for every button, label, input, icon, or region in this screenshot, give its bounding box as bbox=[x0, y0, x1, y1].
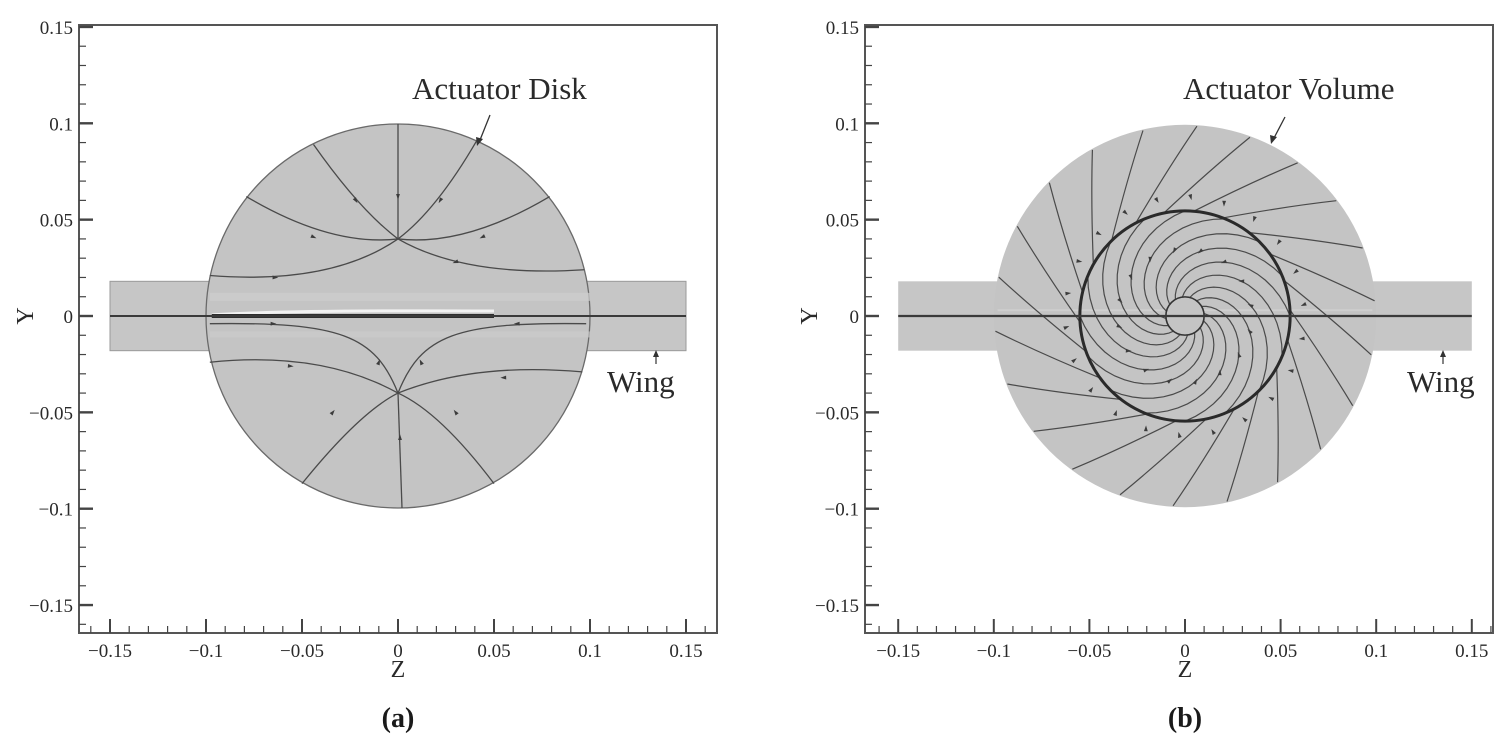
y-tick-label: 0 bbox=[850, 307, 860, 328]
y-tick-label: −0.15 bbox=[29, 596, 73, 617]
x-tick-label: −0.05 bbox=[280, 641, 324, 662]
panel-b-streamline-field bbox=[898, 124, 1472, 508]
panel-a-actuator-disk-label: Actuator Disk bbox=[412, 71, 587, 106]
panel-b-axes-frame bbox=[864, 24, 1494, 634]
panel-a-wing-arrowhead-icon bbox=[653, 350, 659, 357]
x-tick-label: 0 bbox=[393, 641, 403, 662]
y-tick-label: 0.15 bbox=[40, 18, 73, 39]
y-tick-label: −0.05 bbox=[815, 403, 859, 424]
panel-a-x-axis-title: Z bbox=[391, 657, 406, 683]
panel-b-arrowhead-icon bbox=[1270, 135, 1277, 144]
panel-a-ticks: −0.15 −0.1 −0.05 0 0.05 0.1 0.15 0.15 0.1 0.05 0 −0… bbox=[29, 18, 706, 662]
panel-b-actuator-volume-arrow bbox=[1273, 116, 1286, 139]
panel-b-ticks: −0.15 −0.1 −0.05 0 0.05 0.1 0.15 0.15 0.1 0.05 0 −0… bbox=[815, 18, 1492, 662]
y-tick-label: 0.05 bbox=[826, 211, 859, 232]
panel-b-actuator-volume-label: Actuator Volume bbox=[1183, 71, 1395, 106]
x-tick-label: 0.1 bbox=[578, 641, 602, 662]
panel-b-y-axis-title: Y bbox=[797, 307, 823, 324]
x-tick-label: −0.15 bbox=[876, 641, 920, 662]
panel-a-actuator-disk-arrow bbox=[479, 114, 491, 141]
y-tick-label: 0.05 bbox=[40, 211, 73, 232]
y-tick-label: 0.1 bbox=[49, 114, 73, 135]
panel-b-wing-arrowhead-icon bbox=[1440, 350, 1446, 357]
x-tick-label: −0.05 bbox=[1067, 641, 1111, 662]
x-tick-label: 0.05 bbox=[1264, 641, 1297, 662]
y-tick-label: −0.15 bbox=[815, 596, 859, 617]
x-tick-label: 0.15 bbox=[1455, 641, 1488, 662]
panel-a-arrowhead-icon bbox=[476, 137, 483, 146]
panel-a-wing-label: Wing bbox=[607, 364, 675, 399]
y-tick-label: −0.1 bbox=[825, 500, 859, 521]
x-tick-label: −0.1 bbox=[189, 641, 223, 662]
y-tick-label: 0.15 bbox=[826, 18, 859, 39]
x-tick-label: 0 bbox=[1180, 641, 1190, 662]
panel-b-wing-label: Wing bbox=[1407, 364, 1475, 399]
y-tick-label: −0.05 bbox=[29, 403, 73, 424]
panel-a-streamline-field bbox=[109, 123, 687, 509]
y-tick-label: −0.1 bbox=[39, 500, 73, 521]
y-tick-label: 0.1 bbox=[835, 114, 859, 135]
y-tick-label: 0 bbox=[64, 307, 74, 328]
x-tick-label: 0.1 bbox=[1364, 641, 1388, 662]
x-tick-label: −0.15 bbox=[88, 641, 132, 662]
panel-b-plot: −0.15 −0.1 −0.05 0 0.05 0.1 0.15 0.15 0.1 0.05 0 −0… bbox=[797, 18, 1494, 734]
x-tick-label: 0.15 bbox=[669, 641, 702, 662]
x-tick-label: −0.1 bbox=[977, 641, 1011, 662]
panel-a-label: (a) bbox=[382, 703, 415, 734]
panel-b-label: (b) bbox=[1168, 703, 1202, 734]
panel-a-y-axis-title: Y bbox=[13, 307, 39, 324]
x-tick-label: 0.05 bbox=[477, 641, 510, 662]
panel-b-x-axis-title: Z bbox=[1178, 657, 1193, 683]
panel-a-plot: −0.15 −0.1 −0.05 0 0.05 0.1 0.15 0.15 0.1 0.05 0 −0… bbox=[13, 18, 718, 734]
